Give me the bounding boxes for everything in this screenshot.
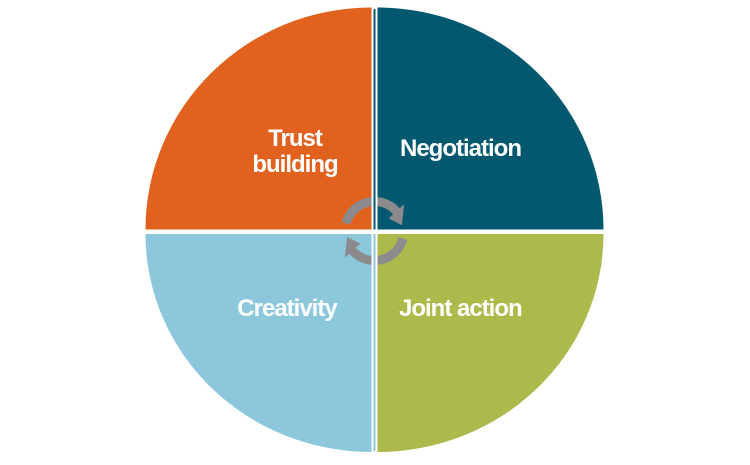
- quadrant-label-trust-building-line1: Trust: [268, 125, 323, 152]
- quadrant-negotiation-shape: [377, 7, 604, 230]
- quadrant-label-trust-building: Trust building: [215, 126, 375, 178]
- divider-sliver-top: [373, 9, 376, 230]
- horizontal-divider-gap: [0, 229, 750, 234]
- quadrant-label-joint-action: Joint action: [399, 295, 523, 322]
- quadrant-label-negotiation: Negotiation: [400, 135, 522, 162]
- cycle-arrow-top: [341, 196, 405, 226]
- divider-sliver-bottom: [373, 234, 376, 451]
- quadrant-label-trust-building-line2: building: [252, 151, 338, 178]
- cycle-arrow-bottom: [344, 236, 408, 266]
- quadrant-joint-action-shape: [377, 234, 604, 452]
- cycle-arrows-icon: [341, 196, 408, 266]
- quadrant-label-creativity: Creativity: [237, 295, 337, 322]
- quadrant-trust-building-shape: [145, 7, 372, 230]
- quadrant-creativity-shape: [145, 234, 372, 452]
